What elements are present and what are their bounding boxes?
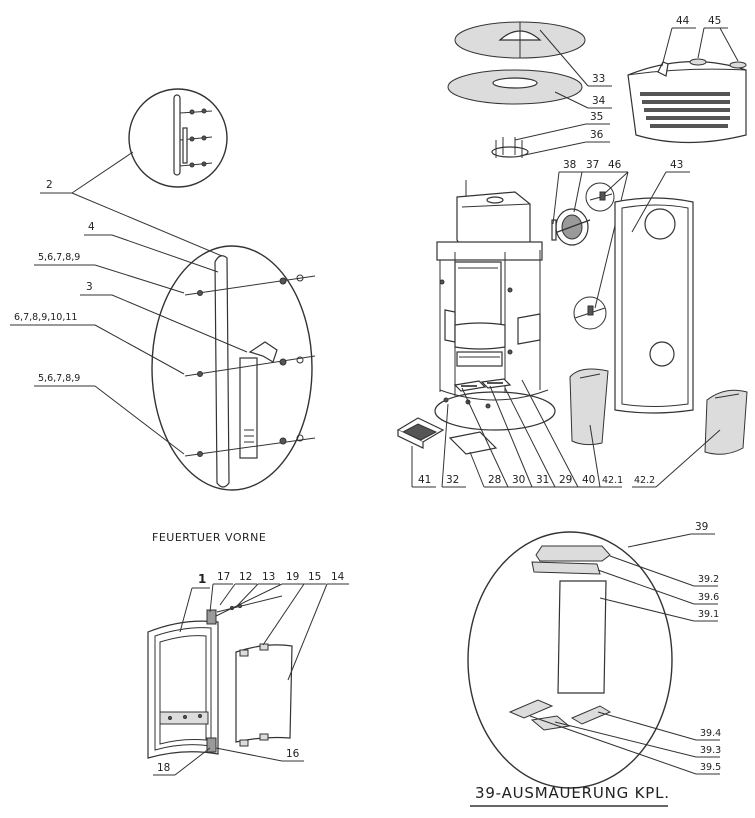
label-19: 19 <box>286 571 299 583</box>
label-6-11: 6,7,8,9,10,11 <box>14 312 77 323</box>
label-14: 14 <box>331 571 345 583</box>
side-panel: 43 <box>614 159 694 414</box>
label-12: 12 <box>239 571 252 583</box>
label-39: 39 <box>695 521 708 533</box>
stove-base <box>434 391 556 431</box>
label-4: 4 <box>88 221 95 233</box>
label-30: 30 <box>512 474 525 486</box>
label-34: 34 <box>592 95 606 107</box>
lining-section-title: 39-AUSMAUERUNG KPL. <box>475 784 670 802</box>
label-42-1: 42.1 <box>602 475 623 486</box>
label-39-5: 39.5 <box>700 762 721 773</box>
label-39-3: 39.3 <box>700 745 721 756</box>
door-section-title: FEUERTUER VORNE <box>152 531 266 544</box>
label-16: 16 <box>286 748 300 760</box>
label-15: 15 <box>308 571 321 583</box>
label-39-2: 39.2 <box>698 574 719 585</box>
label-39-4: 39.4 <box>700 728 721 739</box>
perforated-shield: 44 45 <box>627 15 747 144</box>
handle-parts <box>184 255 316 488</box>
ash-tray: 41 32 28 30 31 29 40 <box>396 379 600 488</box>
label-2: 2 <box>46 179 53 191</box>
label-5-9-top: 5,6,7,8,9 <box>38 252 80 263</box>
label-40: 40 <box>582 474 595 486</box>
label-31: 31 <box>536 474 549 486</box>
label-43: 43 <box>670 159 683 171</box>
door-glass-panel <box>235 644 293 743</box>
label-5-9-bottom: 5,6,7,8,9 <box>38 373 80 384</box>
stove-body <box>434 180 556 431</box>
label-45: 45 <box>708 15 721 27</box>
label-35: 35 <box>590 111 603 123</box>
handle-assembly: 2 4 5,6,7,8,9 3 6,7,8,9,10,11 5,6,7,8,9 <box>10 88 316 491</box>
lining-detail-ellipse <box>467 531 673 789</box>
handle-detail-ellipse <box>151 245 313 491</box>
label-36: 36 <box>590 129 604 141</box>
part-35-36 <box>491 137 529 158</box>
label-18: 18 <box>157 762 170 774</box>
label-32: 32 <box>446 474 459 486</box>
fire-door-section: FEUERTUER VORNE 1 17 12 13 19 15 14 18 <box>147 531 349 776</box>
side-stones: 42.1 42.2 <box>569 368 748 488</box>
connector-parts: 38 37 46 <box>551 159 629 330</box>
lining-section: 39 39.2 39.6 39.1 39.4 39.3 39.5 39-AUSM… <box>467 521 721 807</box>
label-38: 38 <box>563 159 576 171</box>
handle-detail-circle <box>128 88 228 188</box>
label-29: 29 <box>559 474 572 486</box>
label-3: 3 <box>86 281 93 293</box>
label-42-2: 42.2 <box>634 475 655 486</box>
door-frame <box>147 620 219 759</box>
label-46: 46 <box>608 159 622 171</box>
perforation-pattern <box>640 92 730 128</box>
label-41: 41 <box>418 474 431 486</box>
label-44: 44 <box>676 15 690 27</box>
label-1: 1 <box>198 572 206 586</box>
handle-detail-parts <box>173 94 213 176</box>
label-39-1: 39.1 <box>698 609 719 620</box>
label-28: 28 <box>488 474 501 486</box>
top-plates: 33 34 35 36 <box>447 21 612 158</box>
label-33: 33 <box>592 73 605 85</box>
label-39-6: 39.6 <box>698 592 719 603</box>
label-13: 13 <box>262 571 275 583</box>
label-37: 37 <box>586 159 599 171</box>
label-17: 17 <box>217 571 230 583</box>
